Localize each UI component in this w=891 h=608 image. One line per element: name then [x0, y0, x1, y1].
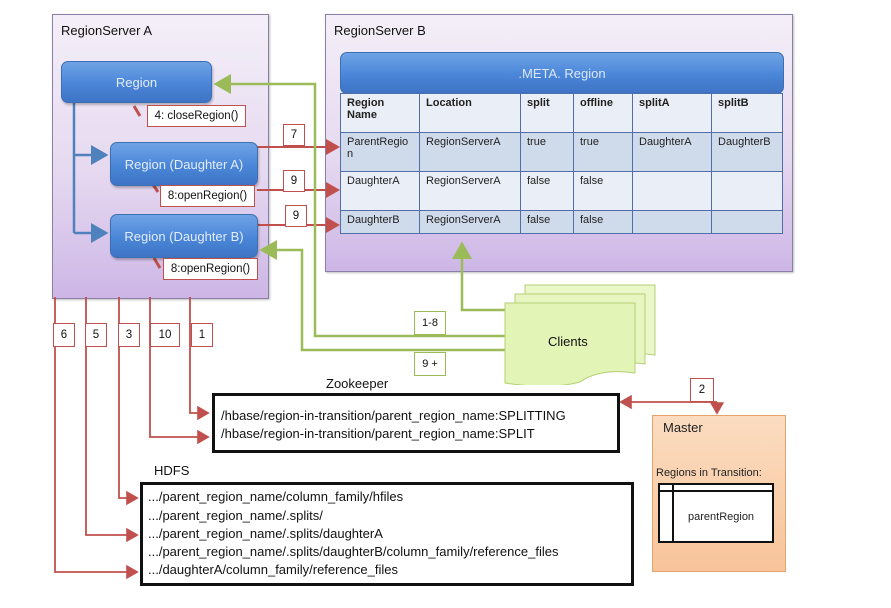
hdfs-title: HDFS	[154, 463, 190, 478]
col-offline: offline	[573, 93, 633, 133]
step-6: 6	[53, 323, 75, 347]
step-9b: 9	[285, 205, 307, 227]
step-1-8: 1-8	[414, 311, 446, 335]
hdfs-entry: .../parent_region_name/.splits/daughterB…	[148, 544, 559, 559]
hdfs-box: .../parent_region_name/column_family/hfi…	[140, 482, 634, 586]
table-row: DaughterB RegionServerA false false	[340, 210, 783, 234]
master-box: Master Regions in Transition: parentRegi…	[652, 415, 786, 572]
open-region-call-a: 8:openRegion()	[160, 185, 255, 207]
region-server-a-title: RegionServer A	[61, 23, 153, 38]
client-arrow-region	[213, 74, 505, 338]
step-2: 2	[690, 378, 714, 402]
clients-label: Clients	[548, 334, 588, 349]
arrow-1	[189, 297, 210, 421]
step-7: 7	[283, 124, 305, 146]
arrow-3	[118, 297, 139, 506]
arrow-10	[149, 297, 210, 445]
hdfs-entry: .../daughterA/column_family/reference_fi…	[148, 562, 399, 577]
step-3: 3	[118, 323, 140, 347]
meta-table-header: Region Name Location split offline split…	[340, 93, 783, 133]
table-row: ParentRegion RegionServerA true true Dau…	[340, 132, 783, 172]
zookeeper-box: /hbase/region-in-transition/parent_regio…	[212, 393, 620, 453]
col-split: split	[520, 93, 574, 133]
meta-table: Region Name Location split offline split…	[340, 93, 783, 234]
zookeeper-entry: /hbase/region-in-transition/parent_regio…	[221, 426, 535, 441]
rit-entry: parentRegion	[688, 511, 755, 523]
client-arrow-daughter-b	[259, 240, 505, 352]
client-arrow-meta	[452, 241, 512, 312]
rit-label: Regions in Transition:	[656, 467, 762, 479]
arrow-5	[85, 297, 139, 543]
col-location: Location	[419, 93, 521, 133]
close-region-call: 4: closeRegion()	[147, 105, 246, 127]
step-9-plus: 9 +	[414, 352, 446, 376]
open-region-call-b: 8:openRegion()	[163, 258, 258, 280]
table-row: DaughterA RegionServerA false false	[340, 171, 783, 211]
step-5: 5	[85, 323, 107, 347]
zookeeper-entry: /hbase/region-in-transition/parent_regio…	[221, 408, 566, 423]
col-region-name: Region Name	[340, 93, 420, 133]
split-line-daughter-a	[72, 102, 106, 233]
master-title: Master	[663, 420, 703, 435]
region-daughter-b: Region (Daughter B)	[110, 214, 258, 258]
col-splitb: splitB	[711, 93, 783, 133]
region-daughter-a: Region (Daughter A)	[110, 142, 258, 186]
clients-stack[interactable]	[500, 280, 660, 385]
hdfs-entry: .../parent_region_name/.splits/	[148, 508, 323, 523]
step-9a: 9	[283, 170, 305, 192]
call-arrow-close	[132, 105, 142, 117]
step-1: 1	[191, 323, 213, 347]
step-10: 10	[150, 323, 180, 347]
region-server-b-title: RegionServer B	[334, 23, 426, 38]
zookeeper-title: Zookeeper	[326, 376, 389, 391]
rit-table: parentRegion	[658, 483, 774, 543]
arrow-6	[54, 297, 139, 580]
call-arrow-open-b	[152, 257, 162, 269]
hdfs-entry: .../parent_region_name/.splits/daughterA	[148, 526, 383, 541]
hdfs-entry: .../parent_region_name/column_family/hfi…	[148, 489, 404, 504]
meta-region-header: .META. Region	[340, 52, 784, 94]
region-parent: Region	[61, 61, 212, 103]
col-splita: splitA	[632, 93, 712, 133]
